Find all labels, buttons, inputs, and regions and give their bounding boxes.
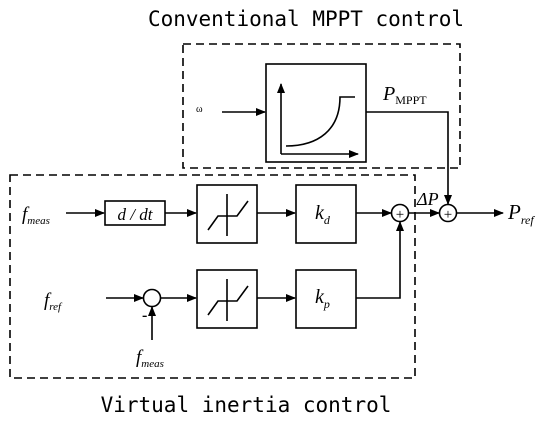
output-sum-sign: + <box>444 207 452 223</box>
inertia-sum-sign: + <box>396 207 404 223</box>
deadband-p-icon <box>207 279 249 321</box>
kd-gain-block <box>295 184 357 244</box>
kp-out-wire <box>356 221 404 299</box>
p-ref-label: Pref <box>507 200 535 227</box>
inertia-group-boundary <box>9 174 416 379</box>
p-mppt-label: PMPPT <box>382 83 427 107</box>
mppt-input-label: ω <box>196 104 203 115</box>
error-minus-sign: - <box>142 307 147 324</box>
kp-gain-block <box>295 269 357 329</box>
mppt-curve-block <box>265 63 367 163</box>
f-meas-feedback-label: fmeas <box>136 347 164 370</box>
virtual-inertia-title: Virtual inertia control <box>101 393 392 417</box>
kd-label: kd <box>315 202 331 227</box>
delta-p-label: ΔP <box>416 189 439 209</box>
mppt-curve-icon <box>277 83 359 158</box>
p-mppt-wire <box>366 111 452 205</box>
derivative-label: d / dt <box>118 205 154 224</box>
kp-label: kp <box>315 286 330 311</box>
f-ref-input-label: fref <box>44 290 63 313</box>
error-sum-junction <box>142 288 162 308</box>
f-meas-input-label: fmeas <box>22 204 50 227</box>
mppt-group-boundary <box>182 43 461 169</box>
conventional-mppt-title: Conventional MPPT control <box>148 7 464 31</box>
deadband-d-icon <box>207 194 249 236</box>
